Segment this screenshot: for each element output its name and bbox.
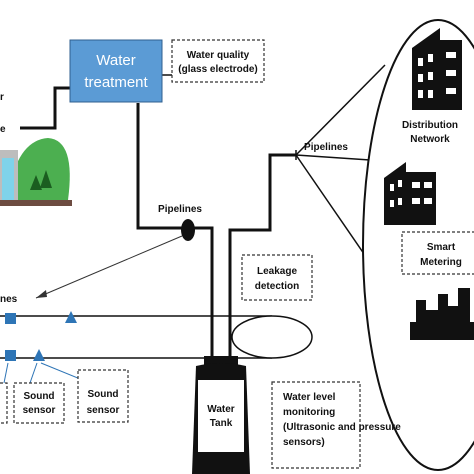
pipe-treatment-to-source (20, 86, 70, 130)
building-icon (384, 162, 436, 225)
city-skyline-icon (410, 288, 474, 340)
water-level-line4: sensors) (283, 437, 325, 448)
pointer-sensor-0 (3, 362, 9, 384)
sound-sensor-2-line2: sensor (87, 405, 120, 416)
distribution-line2: Network (410, 134, 450, 145)
pipelines-right-label: Pipelines (304, 142, 348, 153)
water-level-box (271, 381, 361, 469)
sound-sensor-2-line1: Sound (87, 389, 118, 400)
water-treatment-line2: treatment (84, 74, 148, 91)
water-treatment-box[interactable] (69, 39, 163, 103)
pipe-valve-to-tank (192, 226, 214, 360)
water-level-line2: monitoring (283, 407, 335, 418)
dam-icon (0, 138, 72, 206)
pipe-tank-to-network (228, 153, 296, 360)
leakage-detection-box (241, 254, 313, 301)
sound-sensor-box-2 (77, 369, 129, 423)
building-icon (412, 28, 462, 110)
water-level-line3: (Ultrasonic and pressure (283, 422, 401, 433)
water-tank-icon[interactable] (192, 356, 250, 474)
leakage-line2: detection (255, 281, 299, 292)
leakage-line1: Leakage (257, 266, 297, 277)
sensor-box-cut (0, 382, 8, 424)
pipe-treatment-to-valve (136, 103, 188, 230)
sensor-square-icon (5, 350, 16, 361)
water-tank-line2: Tank (210, 418, 233, 429)
sensor-square-icon (5, 313, 16, 324)
valve-icon[interactable] (181, 219, 195, 241)
sound-sensor-box-1 (13, 382, 65, 424)
water-tank-line1: Water (207, 404, 235, 415)
source-label-line1: r (0, 92, 4, 103)
source-label-line2: e (0, 124, 6, 135)
smart-metering-box (401, 231, 474, 275)
pipelines-left-label: Pipelines (158, 204, 202, 215)
distribution-line1: Distribution (402, 120, 458, 131)
smart-metering-line2: Metering (420, 257, 462, 268)
sound-sensor-1-line2: sensor (23, 405, 56, 416)
pointer-sound-1 (29, 362, 38, 384)
pipelines-cut-label: nes (0, 294, 18, 305)
zoom-arrow-head (36, 290, 47, 298)
smart-metering-line1: Smart (427, 242, 456, 253)
water-level-line1: Water level (283, 392, 336, 403)
pipe-network (20, 86, 296, 360)
water-quality-line1: Water quality (187, 50, 250, 61)
water-quality-box (171, 39, 265, 83)
sound-sensor-1-line1: Sound (23, 391, 54, 402)
water-quality-line2: (glass electrode) (178, 64, 257, 75)
pipe-zoom (0, 315, 313, 359)
zoom-arrow (35, 235, 183, 299)
water-treatment-line1: Water (96, 52, 135, 69)
sensor-triangle-icon (65, 311, 77, 323)
sensor-triangle-icon (33, 349, 45, 361)
